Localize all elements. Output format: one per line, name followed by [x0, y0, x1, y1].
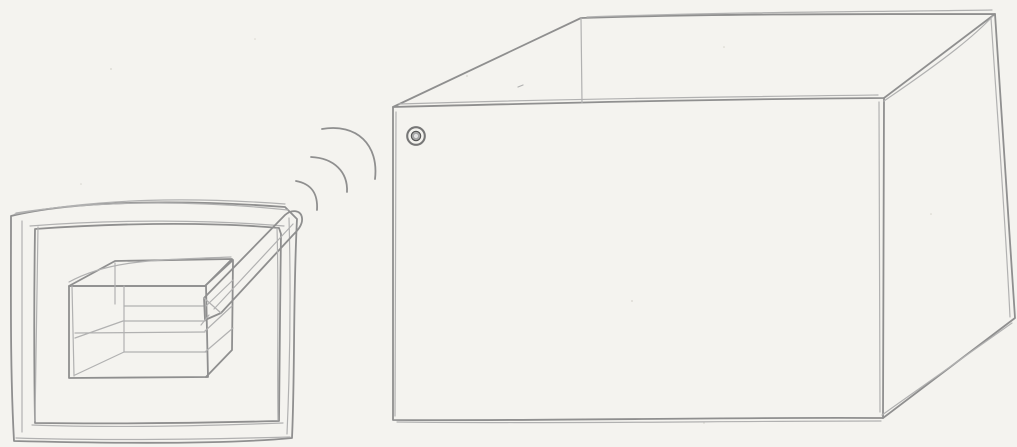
stylus	[201, 211, 302, 325]
graphite-marks	[15, 16, 993, 421]
wireless-signal	[296, 128, 375, 210]
open-box	[393, 10, 1015, 423]
sensor-dot	[407, 127, 425, 145]
tablet-device	[11, 202, 297, 443]
